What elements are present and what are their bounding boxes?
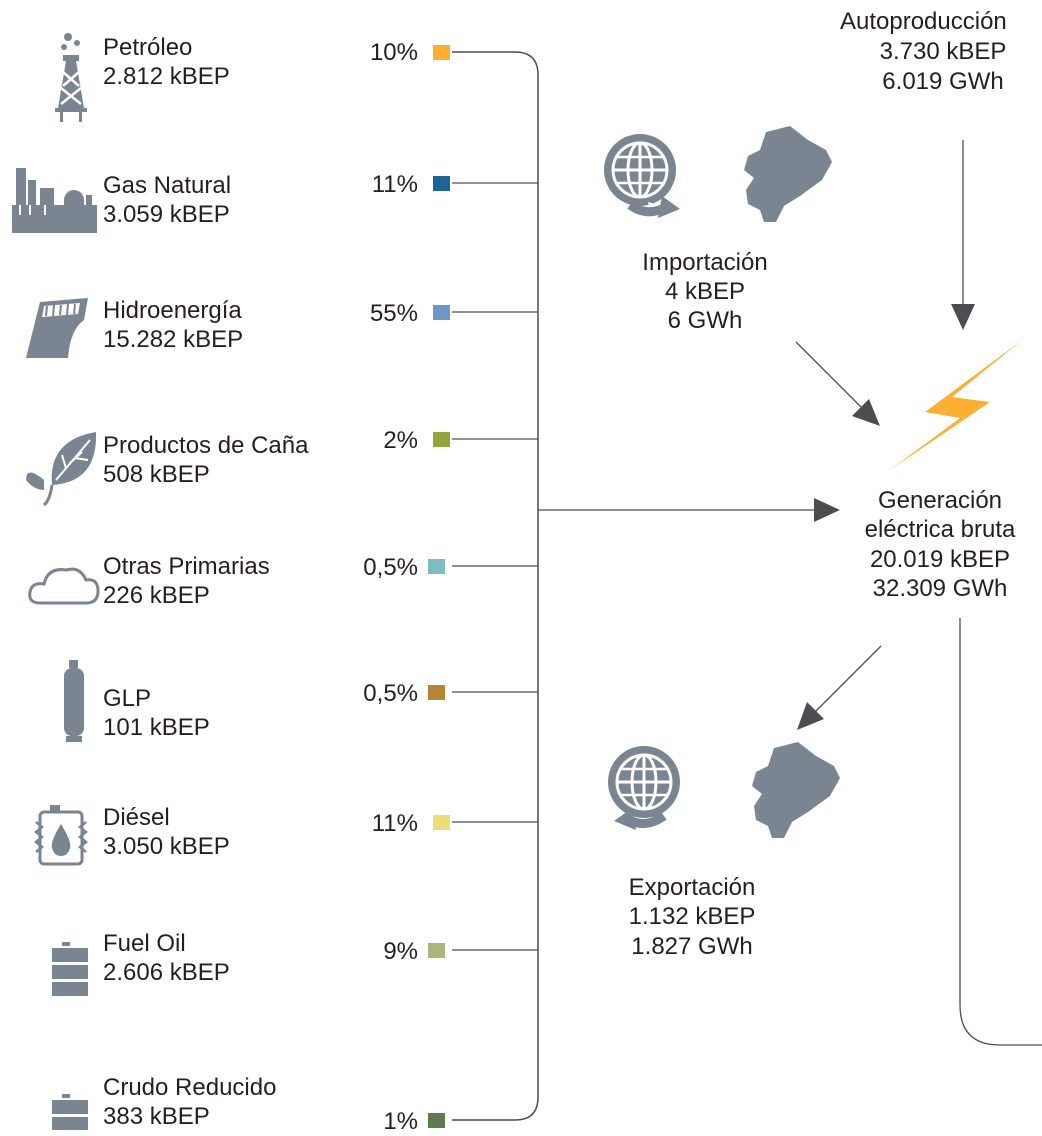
source-pct-otras-primarias: 0,5% — [363, 554, 418, 581]
main-flow-arrowhead — [814, 498, 840, 522]
exportacion-title: Exportación — [628, 874, 756, 901]
source-name-fuel-oil: Fuel Oil — [103, 930, 186, 957]
generacion-title-line1: Generación — [877, 487, 1003, 514]
leaf-icon — [26, 432, 97, 507]
cloud-icon — [28, 567, 100, 605]
autoproduccion-title: Autoproducción — [840, 8, 1007, 35]
barrel-icon — [52, 1094, 88, 1130]
importacion-title: Importación — [642, 249, 768, 276]
legend-swatch-gas-natural — [433, 176, 450, 191]
legend-swatch-crudo-reducido — [428, 1113, 445, 1128]
source-bracket-line — [452, 51, 539, 1121]
autoproduccion-arrowhead — [951, 304, 975, 330]
lightning-bolt-icon — [890, 340, 1022, 470]
source-name-glp: GLP — [103, 685, 152, 712]
source-value-glp: 101 kBEP — [103, 714, 210, 741]
barrel-icon — [52, 942, 88, 996]
ecuador-map-icon — [752, 742, 840, 838]
source-pct-diesel: 11% — [371, 810, 418, 837]
generation-output-line — [959, 618, 1042, 1046]
importacion-kbep: 4 kBEP — [664, 278, 746, 305]
legend-swatch-petroleo — [433, 45, 450, 60]
generacion-title-line2: eléctrica bruta — [864, 516, 1016, 543]
source-pct-crudo-reducido: 1% — [383, 1108, 418, 1135]
import-globe-icon — [604, 134, 680, 220]
source-name-diesel: Diésel — [103, 804, 170, 831]
source-value-crudo-reducido: 383 kBEP — [103, 1103, 210, 1130]
importacion-arrow-line — [795, 341, 865, 411]
autoproduccion-kbep: 3.730 kBEP — [879, 38, 1007, 65]
source-name-crudo-reducido: Crudo Reducido — [103, 1074, 277, 1101]
source-name-hidroenergia: Hidroenergía — [103, 297, 242, 324]
source-name-gas-natural: Gas Natural — [103, 172, 232, 199]
generacion-kbep: 20.019 kBEP — [869, 546, 1011, 573]
legend-swatch-fuel-oil — [428, 943, 445, 958]
gas-plant-icon — [12, 168, 97, 233]
exportacion-gwh: 1.827 GWh — [631, 933, 753, 960]
exportacion-arrowhead — [797, 702, 824, 730]
source-value-gas-natural: 3.059 kBEP — [103, 201, 230, 228]
exportacion-kbep: 1.132 kBEP — [628, 903, 756, 930]
source-pct-gas-natural: 11% — [371, 171, 418, 198]
generacion-gwh: 32.309 GWh — [872, 575, 1008, 602]
legend-swatch-hidroenergia — [433, 305, 450, 320]
legend-swatch-glp — [428, 685, 445, 700]
source-value-hidroenergia: 15.282 kBEP — [103, 326, 244, 353]
source-pct-productos-cana: 2% — [383, 427, 418, 454]
ecuador-map-icon — [744, 126, 832, 222]
source-value-diesel: 3.050 kBEP — [103, 833, 230, 860]
source-value-fuel-oil: 2.606 kBEP — [103, 959, 230, 986]
source-pct-fuel-oil: 9% — [383, 938, 418, 965]
source-name-otras-primarias: Otras Primarias — [103, 553, 270, 580]
source-value-petroleo: 2.812 kBEP — [103, 63, 230, 90]
source-name-productos-cana: Productos de Caña — [103, 432, 309, 459]
source-value-productos-cana: 508 kBEP — [103, 461, 210, 488]
source-value-otras-primarias: 226 kBEP — [103, 582, 210, 609]
gas-cylinder-icon — [64, 660, 84, 742]
source-pct-hidroenergia: 55% — [369, 300, 418, 327]
source-pct-petroleo: 10% — [369, 39, 418, 66]
legend-swatch-diesel — [433, 815, 450, 830]
legend-swatch-productos-cana — [433, 432, 450, 447]
source-pct-glp: 0,5% — [363, 680, 418, 707]
source-name-petroleo: Petróleo — [103, 34, 193, 61]
autoproduccion-gwh: 6.019 GWh — [882, 68, 1004, 95]
importacion-arrowhead — [852, 399, 880, 426]
exportacion-arrow-line — [812, 645, 882, 715]
importacion-gwh: 6 GWh — [667, 307, 743, 334]
legend-swatch-otras-primarias — [428, 559, 445, 574]
oil-derrick-icon — [55, 33, 87, 122]
export-globe-icon — [608, 746, 680, 830]
dam-icon — [26, 298, 88, 358]
fuel-drum-drop-icon — [34, 805, 88, 866]
